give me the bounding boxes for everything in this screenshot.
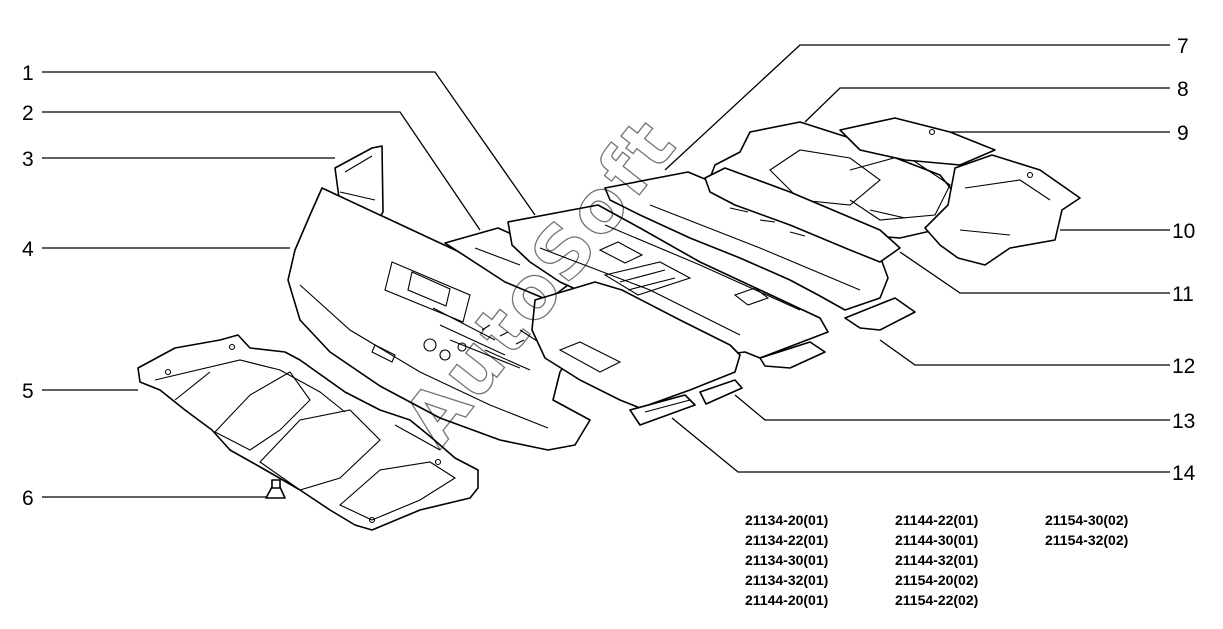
callout-13: 13 [1172, 410, 1195, 433]
model-code: 21144-30(01) [895, 532, 979, 548]
callout-6: 6 [22, 487, 34, 510]
callout-4: 4 [22, 238, 34, 261]
model-code: 21134-30(01) [745, 552, 829, 568]
part-14-pad [629, 394, 696, 426]
part-11-rear-strip [704, 167, 901, 263]
callout-10: 10 [1172, 220, 1195, 243]
model-code: 21134-32(01) [745, 572, 829, 588]
model-codes-col-3: 21154-30(02) 21154-32(02) [1045, 510, 1128, 550]
part-9-rear-mat [839, 117, 996, 166]
callout-9: 9 [1177, 122, 1189, 145]
part-11-pad [844, 297, 916, 331]
part-4-bulkhead-insulation [287, 187, 591, 451]
part-12-center-carpet [531, 261, 741, 409]
model-code: 21154-20(02) [895, 572, 979, 588]
model-code: 21134-20(01) [745, 512, 829, 528]
part-1-front-floor-carpet [507, 204, 829, 359]
callout-3: 3 [22, 148, 34, 171]
callout-11: 11 [1172, 283, 1194, 306]
model-code: 21154-30(02) [1045, 512, 1129, 528]
callout-7: 7 [1177, 35, 1189, 58]
part-10-trunk-floor [924, 154, 1081, 266]
part-5-underbody-shield [137, 334, 479, 531]
leader-7 [664, 44, 1170, 171]
callout-8: 8 [1177, 78, 1189, 101]
callout-2: 2 [22, 102, 34, 125]
model-code: 21154-32(02) [1045, 532, 1129, 548]
leader-11 [899, 251, 1170, 294]
callout-numbers: 1 2 3 4 5 6 7 8 9 10 11 12 13 14 [22, 35, 1196, 510]
model-code: 21134-22(01) [745, 532, 829, 548]
leader-lines [42, 44, 1170, 498]
callout-5: 5 [22, 380, 34, 403]
model-codes-col-1: 21134-20(01) 21134-22(01) 21134-30(01) 2… [745, 510, 828, 610]
leader-1 [42, 71, 536, 216]
model-code: 21144-22(01) [895, 512, 979, 528]
model-code: 21154-22(02) [895, 592, 979, 608]
model-code: 21144-32(01) [895, 552, 979, 568]
model-codes-col-2: 21144-22(01) 21144-30(01) 21144-32(01) 2… [895, 510, 978, 610]
leader-8 [804, 87, 1170, 123]
leader-14 [671, 417, 1170, 473]
callout-1: 1 [22, 62, 34, 85]
leader-13 [734, 394, 1170, 421]
callout-14: 14 [1172, 462, 1196, 485]
part-12-pad [759, 341, 826, 369]
leader-2 [42, 111, 481, 231]
callout-12: 12 [1172, 355, 1195, 378]
model-codes: 21134-20(01) 21134-22(01) 21134-30(01) 2… [745, 510, 1215, 610]
part-13-pad [699, 379, 743, 405]
leader-12 [879, 339, 1170, 366]
model-code: 21144-20(01) [745, 592, 829, 608]
part-6-clip [265, 479, 286, 499]
